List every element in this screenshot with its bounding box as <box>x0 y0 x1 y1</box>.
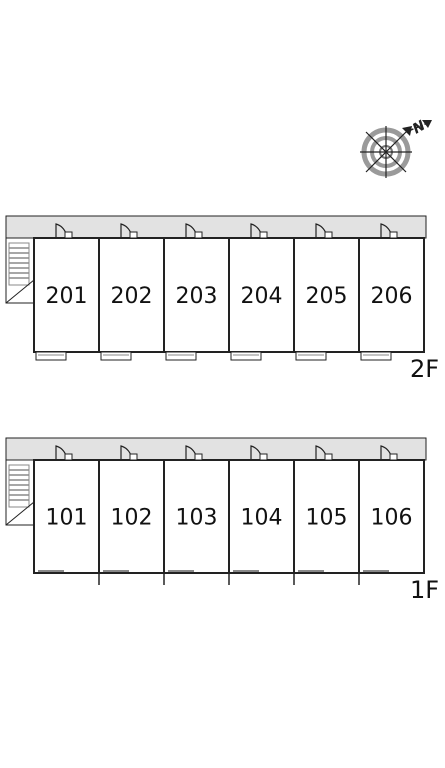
unit-104: 104 <box>228 445 295 585</box>
unit-103: 103 <box>163 445 230 585</box>
balcony <box>230 351 262 361</box>
floor-2f: 201 202 203 204 205 206 2F <box>5 215 439 383</box>
unit-number: 102 <box>111 506 153 531</box>
door-icon <box>185 223 203 239</box>
unit-206: 206 <box>358 223 425 361</box>
unit-number: 206 <box>371 284 413 309</box>
unit-201: 201 <box>33 223 100 361</box>
unit-number: 201 <box>46 284 88 309</box>
balcony <box>295 351 327 361</box>
unit-204: 204 <box>228 223 295 361</box>
stair-icon <box>5 237 35 304</box>
door-icon <box>380 445 398 461</box>
unit-106: 106 <box>358 445 425 585</box>
door-icon <box>315 223 333 239</box>
unit-number: 106 <box>371 506 413 531</box>
door-icon <box>185 445 203 461</box>
stair-icon <box>5 459 35 526</box>
door-icon <box>315 445 333 461</box>
unit-number: 204 <box>241 284 283 309</box>
unit-number: 202 <box>111 284 153 309</box>
unit-number: 203 <box>176 284 218 309</box>
door-icon <box>250 223 268 239</box>
balcony <box>100 351 132 361</box>
floor-label: 1F <box>410 576 439 604</box>
unit-102: 102 <box>98 445 165 585</box>
floor-label: 2F <box>410 355 439 383</box>
balcony <box>35 351 67 361</box>
unit-number: 104 <box>241 506 283 531</box>
balcony <box>360 351 392 361</box>
door-icon <box>55 445 73 461</box>
door-icon <box>120 445 138 461</box>
unit-number: 105 <box>306 506 348 531</box>
door-icon <box>380 223 398 239</box>
unit-number: 205 <box>306 284 348 309</box>
door-icon <box>55 223 73 239</box>
floor-1f: 101 102 103 104 105 106 1F <box>5 437 439 604</box>
unit-105: 105 <box>293 445 360 585</box>
unit-101: 101 <box>33 445 100 574</box>
unit-203: 203 <box>163 223 230 361</box>
compass-icon: N <box>360 118 432 178</box>
unit-205: 205 <box>293 223 360 361</box>
door-icon <box>250 445 268 461</box>
unit-number: 103 <box>176 506 218 531</box>
unit-number: 101 <box>46 506 88 531</box>
door-icon <box>120 223 138 239</box>
unit-202: 202 <box>98 223 165 361</box>
balcony <box>165 351 197 361</box>
